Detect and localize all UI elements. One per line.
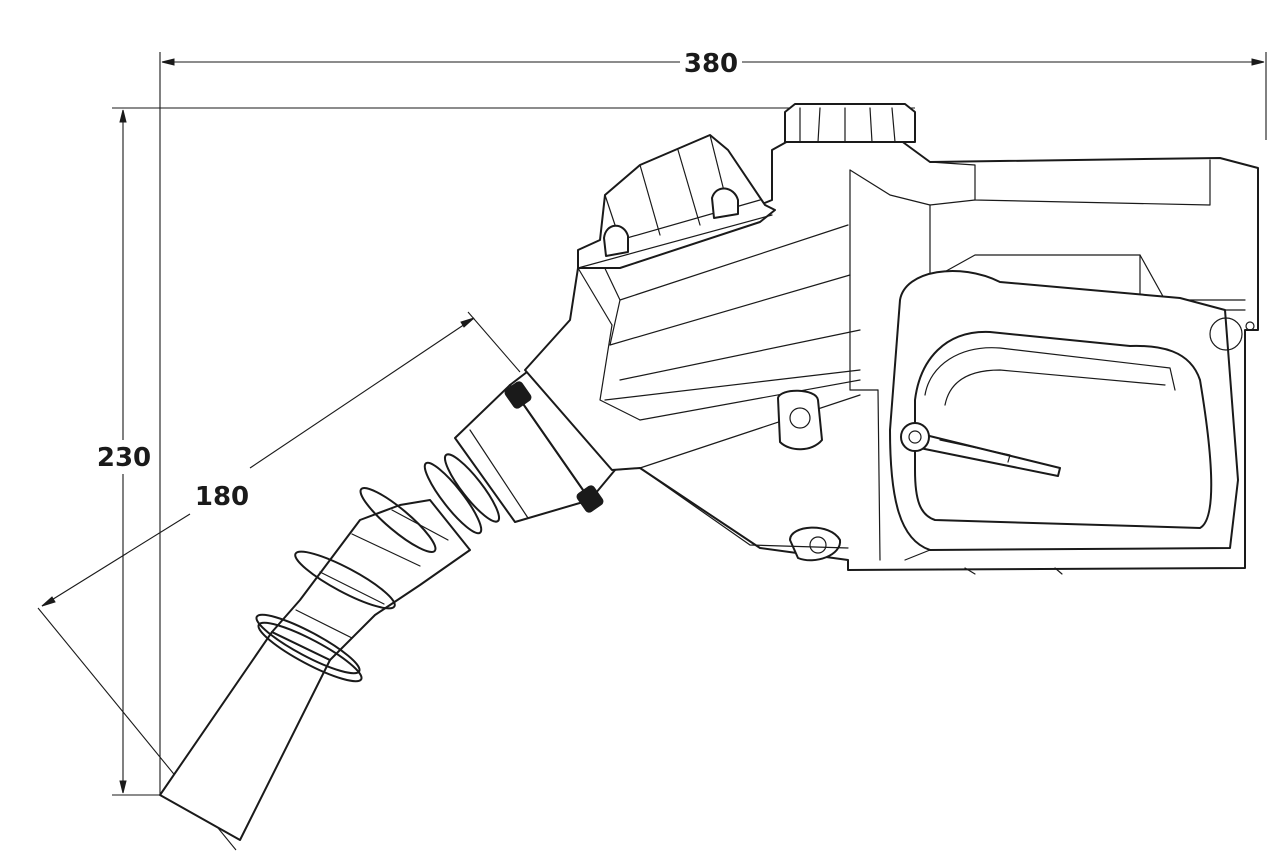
spout-length-dimension-label: 180	[195, 482, 249, 512]
spout-spring	[255, 453, 501, 683]
pv-logo-icon	[777, 389, 823, 451]
width-dimension-label: 380	[684, 49, 738, 79]
nozzle-body	[524, 103, 1259, 575]
grip-logo-icon	[1209, 317, 1243, 351]
dimension-width: 380	[159, 46, 1267, 795]
dimension-height: 230	[97, 107, 915, 796]
height-dimension-label: 230	[97, 443, 151, 473]
spout	[159, 361, 616, 841]
dimension-spout-length: 180	[37, 311, 521, 851]
